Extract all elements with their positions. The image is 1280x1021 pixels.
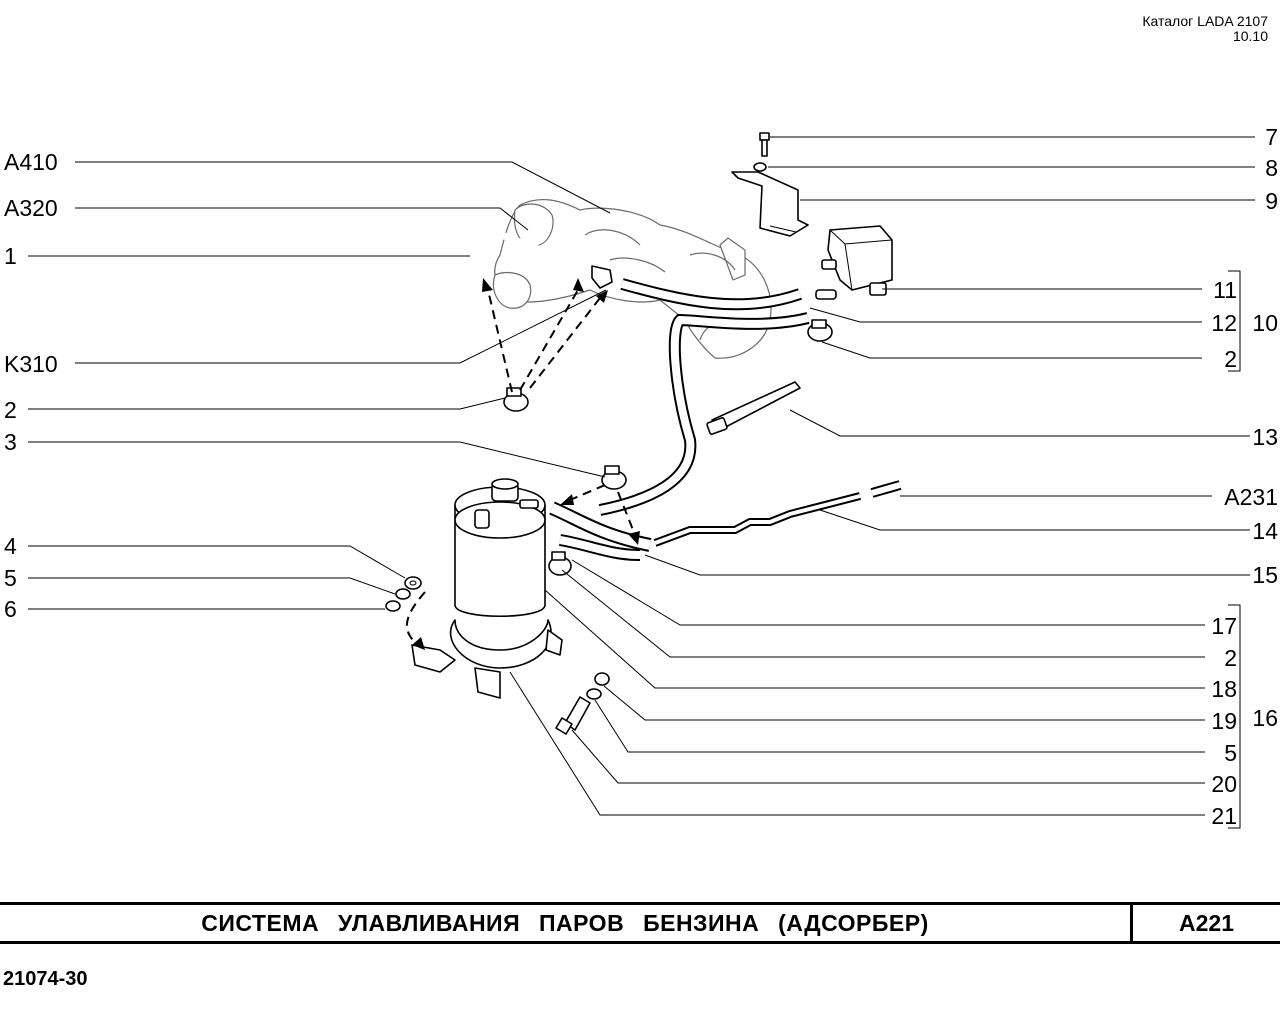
callout-6: 6 <box>4 596 17 622</box>
exploded-parts-diagram: A410 A320 1 K310 2 3 4 5 6 7 8 9 11 12 2… <box>4 124 1278 829</box>
part-4-nut <box>404 576 422 590</box>
callout-a231: A231 <box>1224 484 1278 510</box>
model-number: 21074-30 <box>3 968 88 990</box>
callout-18: 18 <box>1211 676 1237 702</box>
callout-5-right: 5 <box>1224 740 1237 766</box>
callout-a410: A410 <box>4 149 58 175</box>
callout-7: 7 <box>1265 124 1278 150</box>
part-6-washer <box>385 600 401 612</box>
title-block: СИСТЕМА УЛАВЛИВАНИЯ ПАРОВ БЕНЗИНА (АДСОР… <box>0 902 1280 944</box>
part-1-hose <box>467 226 586 269</box>
clamp-part-2-upper <box>807 319 833 342</box>
vapor-hose-to-canister <box>599 314 809 514</box>
callout-3: 3 <box>4 429 17 455</box>
callout-4: 4 <box>4 533 17 559</box>
callout-13: 13 <box>1252 424 1278 450</box>
catalog-page-number: 10.10 <box>1232 28 1268 44</box>
leader-lines <box>28 136 1255 829</box>
tee-fitting <box>591 265 613 289</box>
catalog-title: Каталог LADA 2107 <box>1142 13 1268 29</box>
assembly-direction-arrows <box>405 278 640 650</box>
callout-2-lower: 2 <box>1224 645 1237 671</box>
part-5-washer <box>395 588 411 600</box>
callout-17: 17 <box>1211 613 1237 639</box>
part-11-purge-valve <box>815 225 893 300</box>
group-16-label: 16 <box>1252 705 1278 731</box>
callout-21: 21 <box>1211 803 1237 829</box>
callout-k310: K310 <box>4 351 58 377</box>
clamp-part-2-left <box>503 387 529 412</box>
callout-5-left: 5 <box>4 565 17 591</box>
part-14-fuel-pipe <box>654 494 861 545</box>
diagram-code: A221 <box>1179 909 1234 936</box>
part-12-hose <box>620 280 802 309</box>
callout-19: 19 <box>1211 708 1237 734</box>
callout-12: 12 <box>1211 310 1237 336</box>
part-7-bolt <box>759 132 770 157</box>
part-8-washer <box>753 162 767 172</box>
part-9-bracket <box>731 171 809 237</box>
part-20-bolt <box>555 696 591 735</box>
part-13-cable-tie <box>706 381 801 435</box>
clamp-part-17 <box>548 551 572 576</box>
clamp-part-3 <box>601 465 627 490</box>
callout-8: 8 <box>1265 155 1278 181</box>
callout-9: 9 <box>1265 188 1278 214</box>
part-19-nut <box>594 672 610 686</box>
engine-manifold-drawing <box>492 199 772 359</box>
callout-1: 1 <box>4 243 17 269</box>
callout-15: 15 <box>1252 562 1278 588</box>
part-21-canister-bracket <box>411 619 563 699</box>
part-18-adsorber-canister <box>454 478 546 617</box>
callout-a320: A320 <box>4 195 58 221</box>
part-5-washer-lower <box>586 688 602 700</box>
callout-20: 20 <box>1211 771 1237 797</box>
diagram-title: СИСТЕМА УЛАВЛИВАНИЯ ПАРОВ БЕНЗИНА (АДСОР… <box>0 905 1133 941</box>
catalog-header: Каталог LADA 2107 10.10 <box>1142 14 1268 44</box>
callout-14: 14 <box>1252 518 1278 544</box>
callout-11: 11 <box>1213 277 1237 303</box>
callout-2-right: 2 <box>1224 346 1237 372</box>
group-10-label: 10 <box>1252 310 1278 336</box>
callout-2-left: 2 <box>4 397 17 423</box>
